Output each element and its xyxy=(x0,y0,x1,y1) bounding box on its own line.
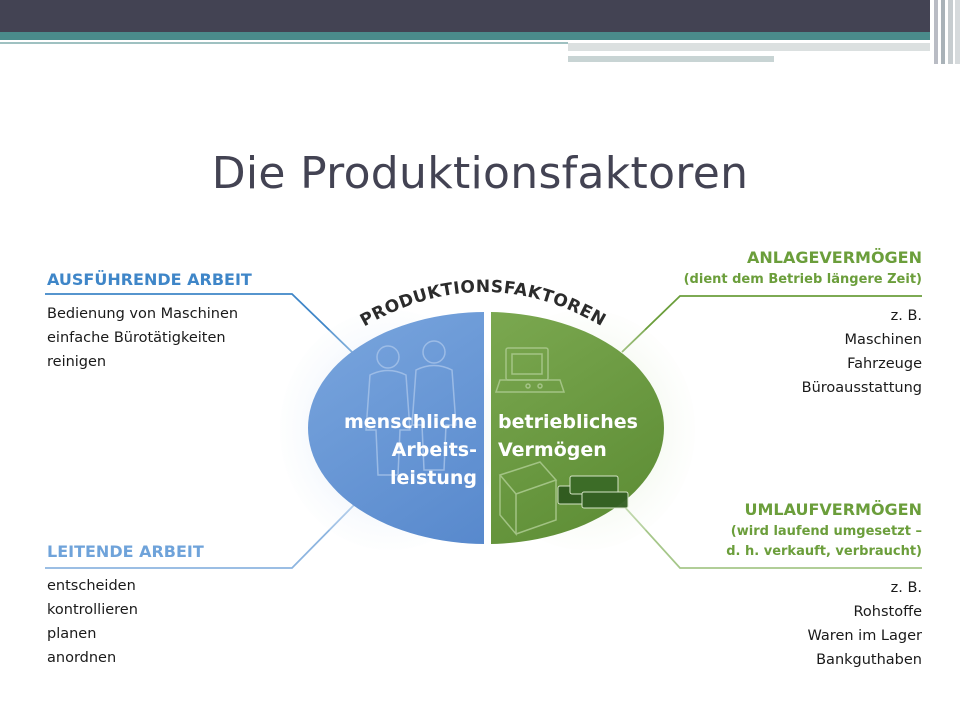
right-oval-line-2: Vermögen xyxy=(498,439,607,461)
goods-boxes-icon xyxy=(498,461,558,537)
list-item: entscheiden xyxy=(47,578,136,594)
list-item: kontrollieren xyxy=(47,602,138,618)
left-oval-line-1: menschliche xyxy=(344,411,477,433)
header-thin-line xyxy=(0,42,568,44)
left-oval-text: menschliche Arbeits- leistung xyxy=(344,411,477,489)
left-oval-line-2: Arbeits- xyxy=(392,439,477,461)
header-gray-strip xyxy=(568,43,930,51)
list-ausfuehrende-arbeit: Bedienung von Maschinen einfache Bürotät… xyxy=(47,302,238,374)
right-oval-text: betriebliches Vermögen xyxy=(498,411,638,461)
list-item: einfache Bürotätigkeiten xyxy=(47,330,226,346)
page-title: Die Produktionsfaktoren xyxy=(211,148,749,199)
subheading-anlagevermoegen: (dient dem Betrieb längere Zeit) xyxy=(683,272,922,287)
list-item: anordnen xyxy=(47,650,117,666)
header-gray-strip-lower xyxy=(568,56,774,62)
heading-ausfuehrende-arbeit: AUSFÜHRENDE ARBEIT xyxy=(47,270,252,289)
subheading-line: (wird laufend umgesetzt – xyxy=(730,524,922,539)
list-item: reinigen xyxy=(47,354,107,370)
heading-umlaufvermoegen: UMLAUFVERMÖGEN xyxy=(744,500,922,519)
header-accent-bar xyxy=(0,32,930,40)
list-item: Maschinen xyxy=(844,332,922,348)
subheading-line: d. h. verkauft, verbraucht) xyxy=(726,544,922,559)
people-silhouette-icon xyxy=(365,340,457,476)
computer-icon xyxy=(494,347,566,393)
subheading-umlaufvermoegen: (wird laufend umgesetzt – d. h. verkauft… xyxy=(726,522,922,562)
list-item: Rohstoffe xyxy=(853,604,922,620)
list-umlaufvermoegen: z. B. Rohstoffe Waren im Lager Bankgutha… xyxy=(808,576,922,672)
list-item: planen xyxy=(47,626,97,642)
list-item: Büroausstattung xyxy=(801,380,922,396)
right-oval-line-1: betriebliches xyxy=(498,411,638,433)
header-bar xyxy=(0,0,930,32)
heading-leitende-arbeit: LEITENDE ARBEIT xyxy=(47,542,204,561)
list-leitende-arbeit: entscheiden kontrollieren planen anordne… xyxy=(47,574,138,670)
right-oval-business-assets xyxy=(491,312,664,544)
list-item: z. B. xyxy=(890,308,922,324)
list-item: z. B. xyxy=(890,580,922,596)
left-oval-human-labor xyxy=(308,312,484,544)
header-white-line xyxy=(568,52,888,54)
money-bundles-icon xyxy=(557,475,629,509)
list-item: Bankguthaben xyxy=(816,652,922,668)
left-oval-line-3: leistung xyxy=(390,467,477,489)
list-anlagevermoegen: z. B. Maschinen Fahrzeuge Büroausstattun… xyxy=(802,304,922,400)
list-item: Waren im Lager xyxy=(807,628,922,644)
list-item: Fahrzeuge xyxy=(847,356,922,372)
heading-anlagevermoegen: ANLAGEVERMÖGEN xyxy=(746,248,922,267)
list-item: Bedienung von Maschinen xyxy=(47,306,239,322)
